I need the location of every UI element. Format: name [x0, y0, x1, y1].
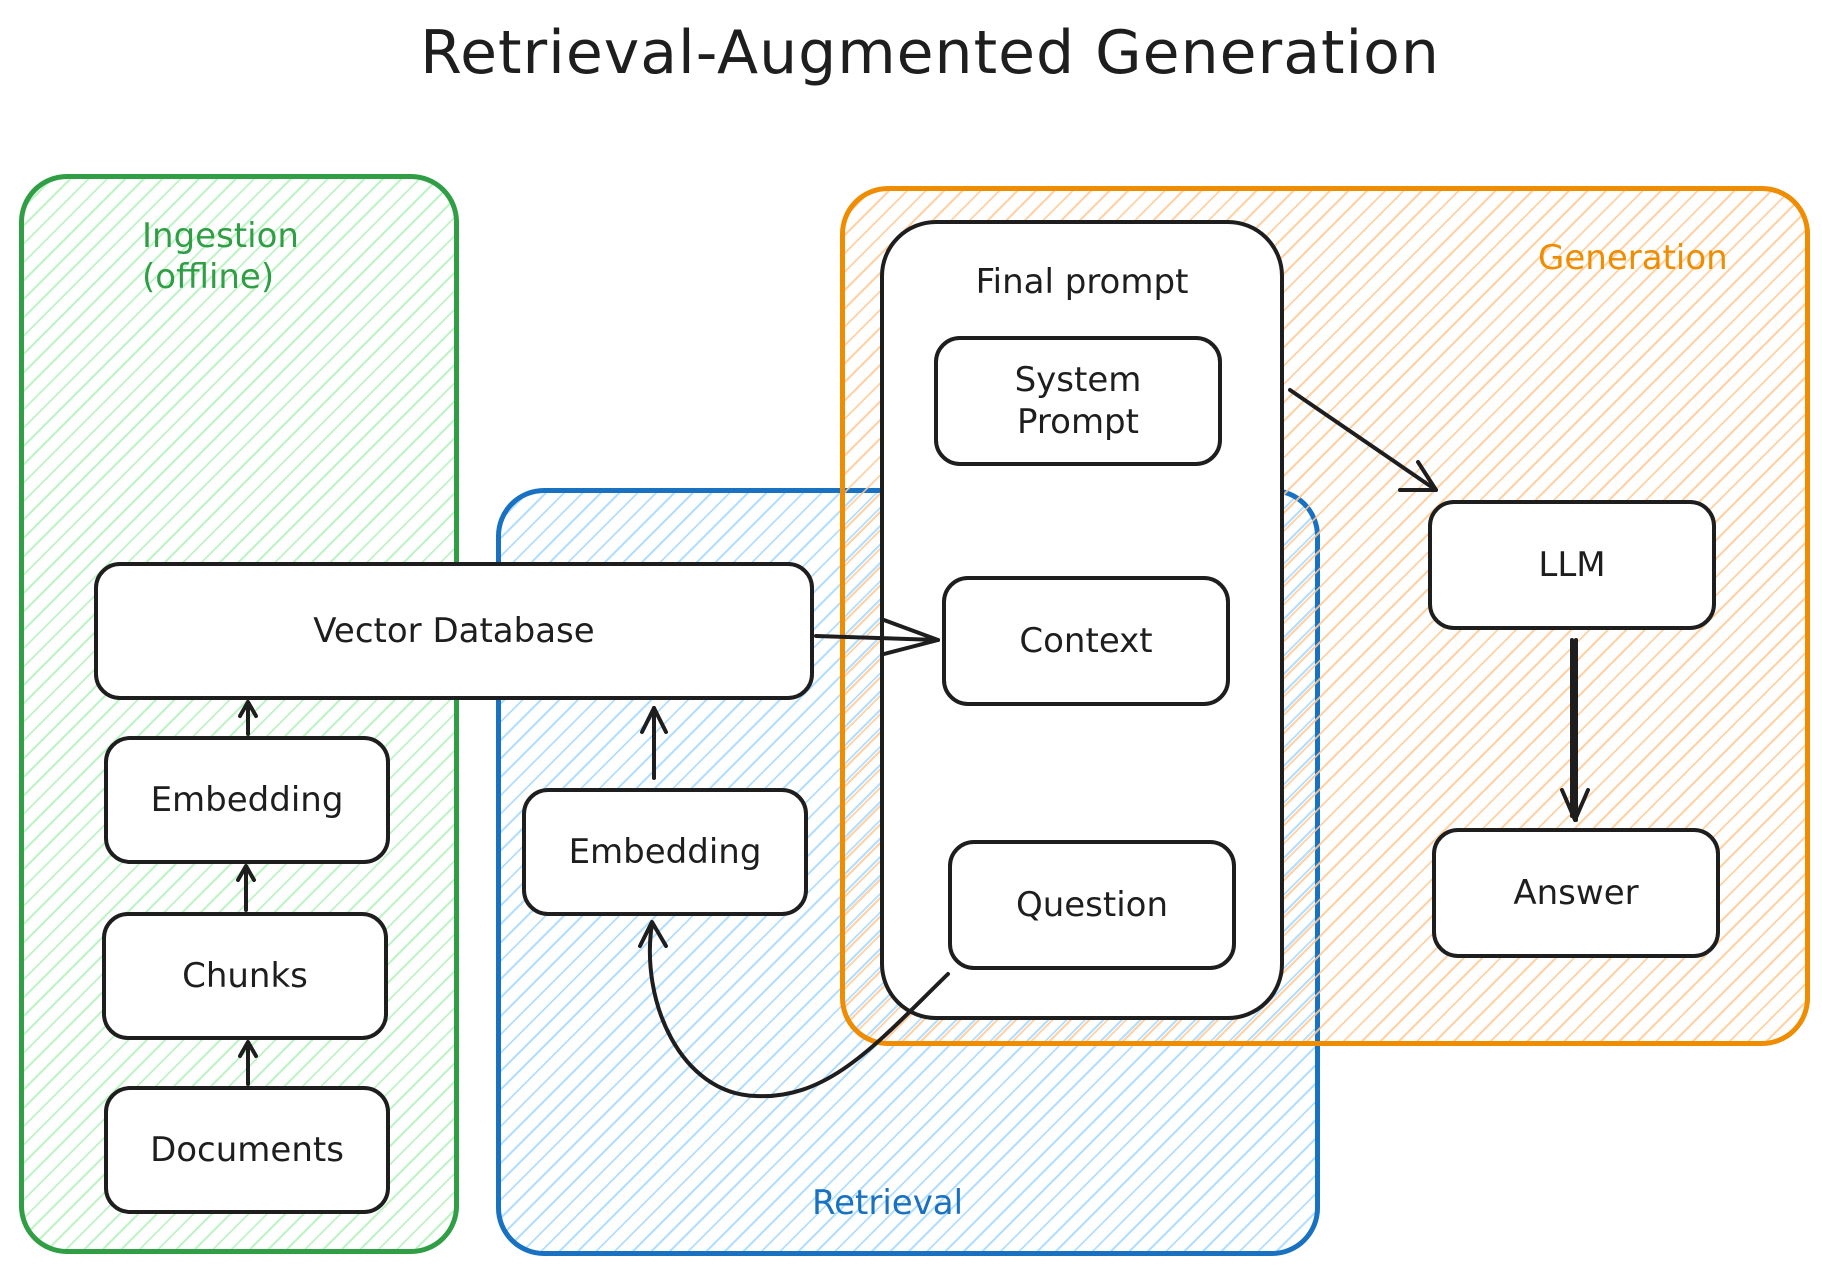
documents-node: Documents	[104, 1086, 390, 1214]
system-prompt-node: System Prompt	[934, 336, 1222, 466]
vector-database-node: Vector Database	[94, 562, 814, 700]
query-embedding-label: Embedding	[568, 831, 762, 872]
documents-label: Documents	[150, 1129, 344, 1170]
question-node: Question	[948, 840, 1236, 970]
ingestion-label-line2: (offline)	[142, 256, 275, 297]
chunks-label: Chunks	[182, 955, 308, 996]
context-node: Context	[942, 576, 1230, 706]
context-label: Context	[1019, 620, 1153, 661]
question-label: Question	[1015, 884, 1169, 925]
query-embedding-node: Embedding	[522, 788, 808, 916]
ingest-embedding-node: Embedding	[104, 736, 390, 864]
ingestion-label-line1: Ingestion	[142, 216, 299, 256]
answer-node: Answer	[1432, 828, 1720, 958]
llm-label: LLM	[1538, 544, 1606, 585]
system-prompt-label-line1: System	[1014, 359, 1142, 400]
system-prompt-label-line2: Prompt	[1017, 402, 1139, 442]
ingestion-group-label: Ingestion (offline)	[142, 216, 299, 298]
final-prompt-label: Final prompt	[975, 262, 1189, 302]
retrieval-group-label: Retrieval	[812, 1183, 964, 1223]
vector-database-label: Vector Database	[313, 610, 595, 651]
answer-label: Answer	[1513, 872, 1639, 913]
generation-group-label: Generation	[1538, 238, 1728, 278]
llm-node: LLM	[1428, 500, 1716, 630]
diagram-title: Retrieval-Augmented Generation	[420, 18, 1440, 88]
ingest-embedding-label: Embedding	[150, 779, 344, 820]
chunks-node: Chunks	[102, 912, 388, 1040]
